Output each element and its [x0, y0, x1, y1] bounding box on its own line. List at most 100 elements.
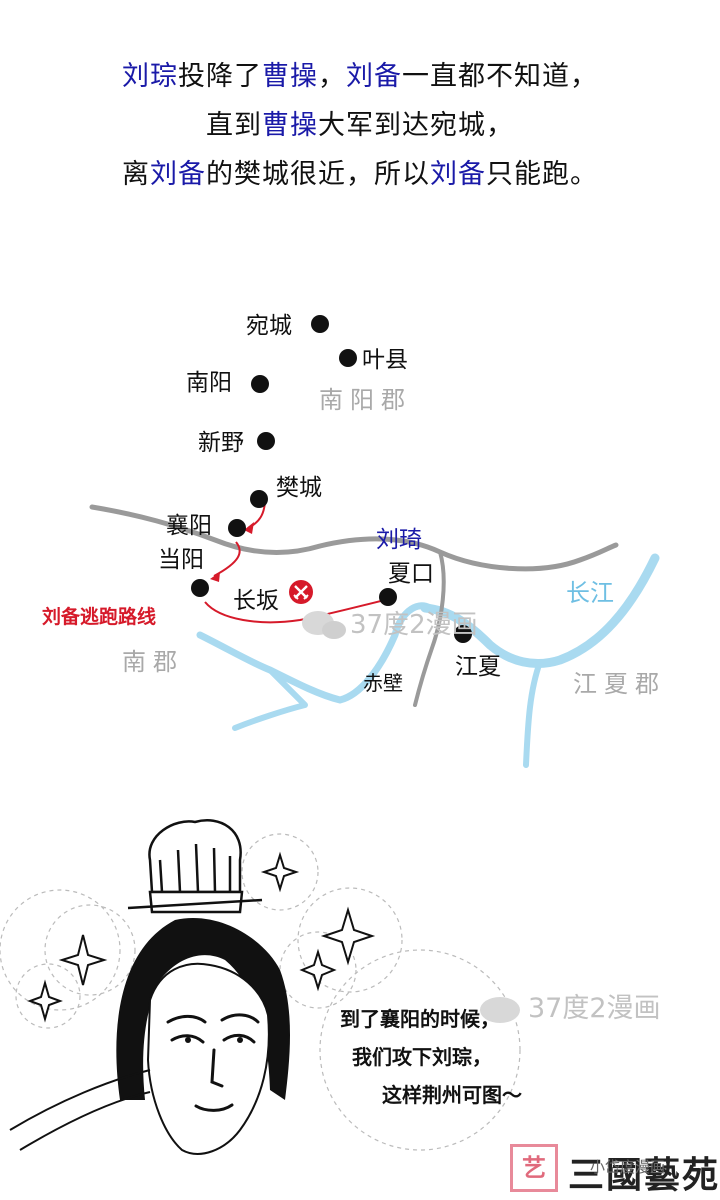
- intro-name-highlight: 曹操: [262, 61, 318, 92]
- speech-line-2: 我们攻下刘琮，: [352, 1045, 492, 1069]
- sparkle-icon: [299, 948, 337, 992]
- left-brow: [166, 1014, 207, 1024]
- left-pupil: [185, 1037, 191, 1043]
- halo-circle: [44, 904, 136, 996]
- label-nanyang: 南阳: [186, 370, 232, 396]
- road-main: [89, 504, 619, 572]
- seal-icon: 艺: [510, 1144, 558, 1192]
- route-dangyang-xiakou: [204, 599, 386, 624]
- hat-crown: [148, 819, 242, 894]
- city-dot-icon: [250, 490, 268, 508]
- city-dot-icon: [191, 579, 209, 597]
- sparkle-icon: [58, 934, 108, 986]
- wechat-watermark-icon: [302, 611, 346, 639]
- arrowhead-icon: [210, 572, 220, 582]
- halo-circle: [241, 833, 319, 911]
- intro-line-1: 刘琮投降了曹操，刘备一直都不知道，: [0, 52, 720, 101]
- intro-text-segment: 一直都不知道，: [402, 61, 598, 92]
- escape-route: [204, 501, 386, 624]
- label-changjiang: 长江: [566, 579, 614, 607]
- halo-circle: [15, 963, 81, 1029]
- crossed-swords-icon: [289, 580, 313, 604]
- rivers: [196, 553, 660, 768]
- right-pupil: [237, 1037, 243, 1043]
- label-jiangxia: 江夏: [455, 654, 501, 680]
- label-liuqi: 刘琦: [376, 527, 422, 553]
- facial-features: [166, 1013, 260, 1112]
- speech-line-3: 这样荆州可图～: [382, 1083, 522, 1107]
- river-yangtze-south: [523, 659, 543, 768]
- ribbon: [9, 1069, 151, 1151]
- hat-pin: [127, 898, 263, 910]
- route-map: 37度2漫画 宛城 叶县 南阳 南阳郡 新野 樊城 襄阳 刘琦 当阳 夏口 长江…: [42, 313, 666, 768]
- intro-text-segment: 直到: [206, 110, 262, 141]
- wechat-watermark-icon: [480, 996, 520, 1023]
- roads: [89, 504, 619, 707]
- city-dot-icon: [339, 349, 357, 367]
- intro-name-highlight: 刘备: [430, 159, 486, 190]
- label-nanyang-jun: 南阳郡: [319, 386, 412, 414]
- intro-line-2: 直到曹操大军到达宛城，: [0, 101, 720, 150]
- label-changban: 长坂: [233, 588, 279, 614]
- intro-text-segment: 投降了: [178, 61, 262, 92]
- intro-text-segment: 只能跑。: [486, 159, 598, 190]
- mouth: [194, 1103, 234, 1112]
- portrait-watermark-text: 37度2漫画: [528, 993, 661, 1024]
- right-brow: [220, 1013, 260, 1024]
- label-xiakou: 夏口: [388, 561, 434, 587]
- label-escape-route: 刘备逃跑路线: [42, 605, 156, 628]
- halo-circle: [297, 887, 403, 993]
- label-xiangyang: 襄阳: [166, 513, 212, 539]
- intro-line-3: 离刘备的樊城很近，所以刘备只能跑。: [0, 150, 720, 199]
- speech-text: 到了襄阳的时候， 我们攻下刘琮， 这样荆州可图～: [330, 1000, 590, 1114]
- label-jiangxia-jun: 江夏郡: [573, 670, 666, 698]
- halo-circle: [279, 931, 357, 1009]
- hat-band: [148, 890, 244, 914]
- halo-circle: [0, 889, 121, 1011]
- label-chibi: 赤壁: [363, 671, 403, 695]
- sparkle-icon: [260, 851, 300, 893]
- liubei-portrait: [0, 819, 521, 1155]
- sparkle-icon: [27, 979, 63, 1023]
- city-dot-icon: [228, 519, 246, 537]
- brand-overlay: 小岱度漫画: [590, 1158, 666, 1176]
- intro-text-segment: 离: [122, 159, 150, 190]
- arrowhead-icon: [244, 522, 254, 534]
- intro-name-highlight: 刘备: [346, 61, 402, 92]
- city-dot-icon: [311, 315, 329, 333]
- nose: [210, 1048, 224, 1088]
- map-watermark: 37度2漫画: [350, 610, 478, 640]
- left-eye: [170, 1034, 205, 1044]
- halo-circles: [0, 833, 521, 1151]
- label-nan-jun: 南郡: [122, 648, 184, 676]
- right-eye: [222, 1033, 256, 1044]
- intro-name-highlight: 刘琮: [122, 61, 178, 92]
- label-fancheng: 樊城: [276, 475, 322, 501]
- river-han: [196, 602, 434, 704]
- portrait-watermark: 37度2漫画: [480, 986, 661, 1025]
- city-dots: [191, 315, 472, 643]
- label-wancheng: 宛城: [246, 313, 292, 339]
- label-xinye: 新野: [198, 430, 244, 456]
- sparkle-icon: [320, 906, 376, 966]
- city-dot-icon: [454, 625, 472, 643]
- intro-text-segment: 大军到达宛城，: [318, 110, 514, 141]
- intro-name-highlight: 曹操: [262, 110, 318, 141]
- hat: [148, 819, 244, 914]
- brand-name: 三國藝苑: [568, 1154, 720, 1196]
- intro-text: 刘琮投降了曹操，刘备一直都不知道， 直到曹操大军到达宛城， 离刘备的樊城很近，所…: [0, 52, 720, 199]
- halo-circle: [319, 949, 521, 1151]
- city-dot-icon: [257, 432, 275, 450]
- hair: [116, 918, 290, 1100]
- intro-text-segment: 的樊城很近，所以: [206, 159, 430, 190]
- river-branch-west: [232, 667, 308, 731]
- city-dot-icon: [251, 375, 269, 393]
- sparkles: [27, 851, 376, 1023]
- brand-logo: 艺 三國藝苑 小岱度漫画: [510, 1140, 720, 1196]
- intro-text-segment: ，: [318, 61, 346, 92]
- face: [146, 962, 270, 1155]
- label-yexian: 叶县: [362, 347, 408, 373]
- road-south: [413, 550, 446, 707]
- speech-line-1: 到了襄阳的时候，: [340, 1007, 500, 1031]
- intro-name-highlight: 刘备: [150, 159, 206, 190]
